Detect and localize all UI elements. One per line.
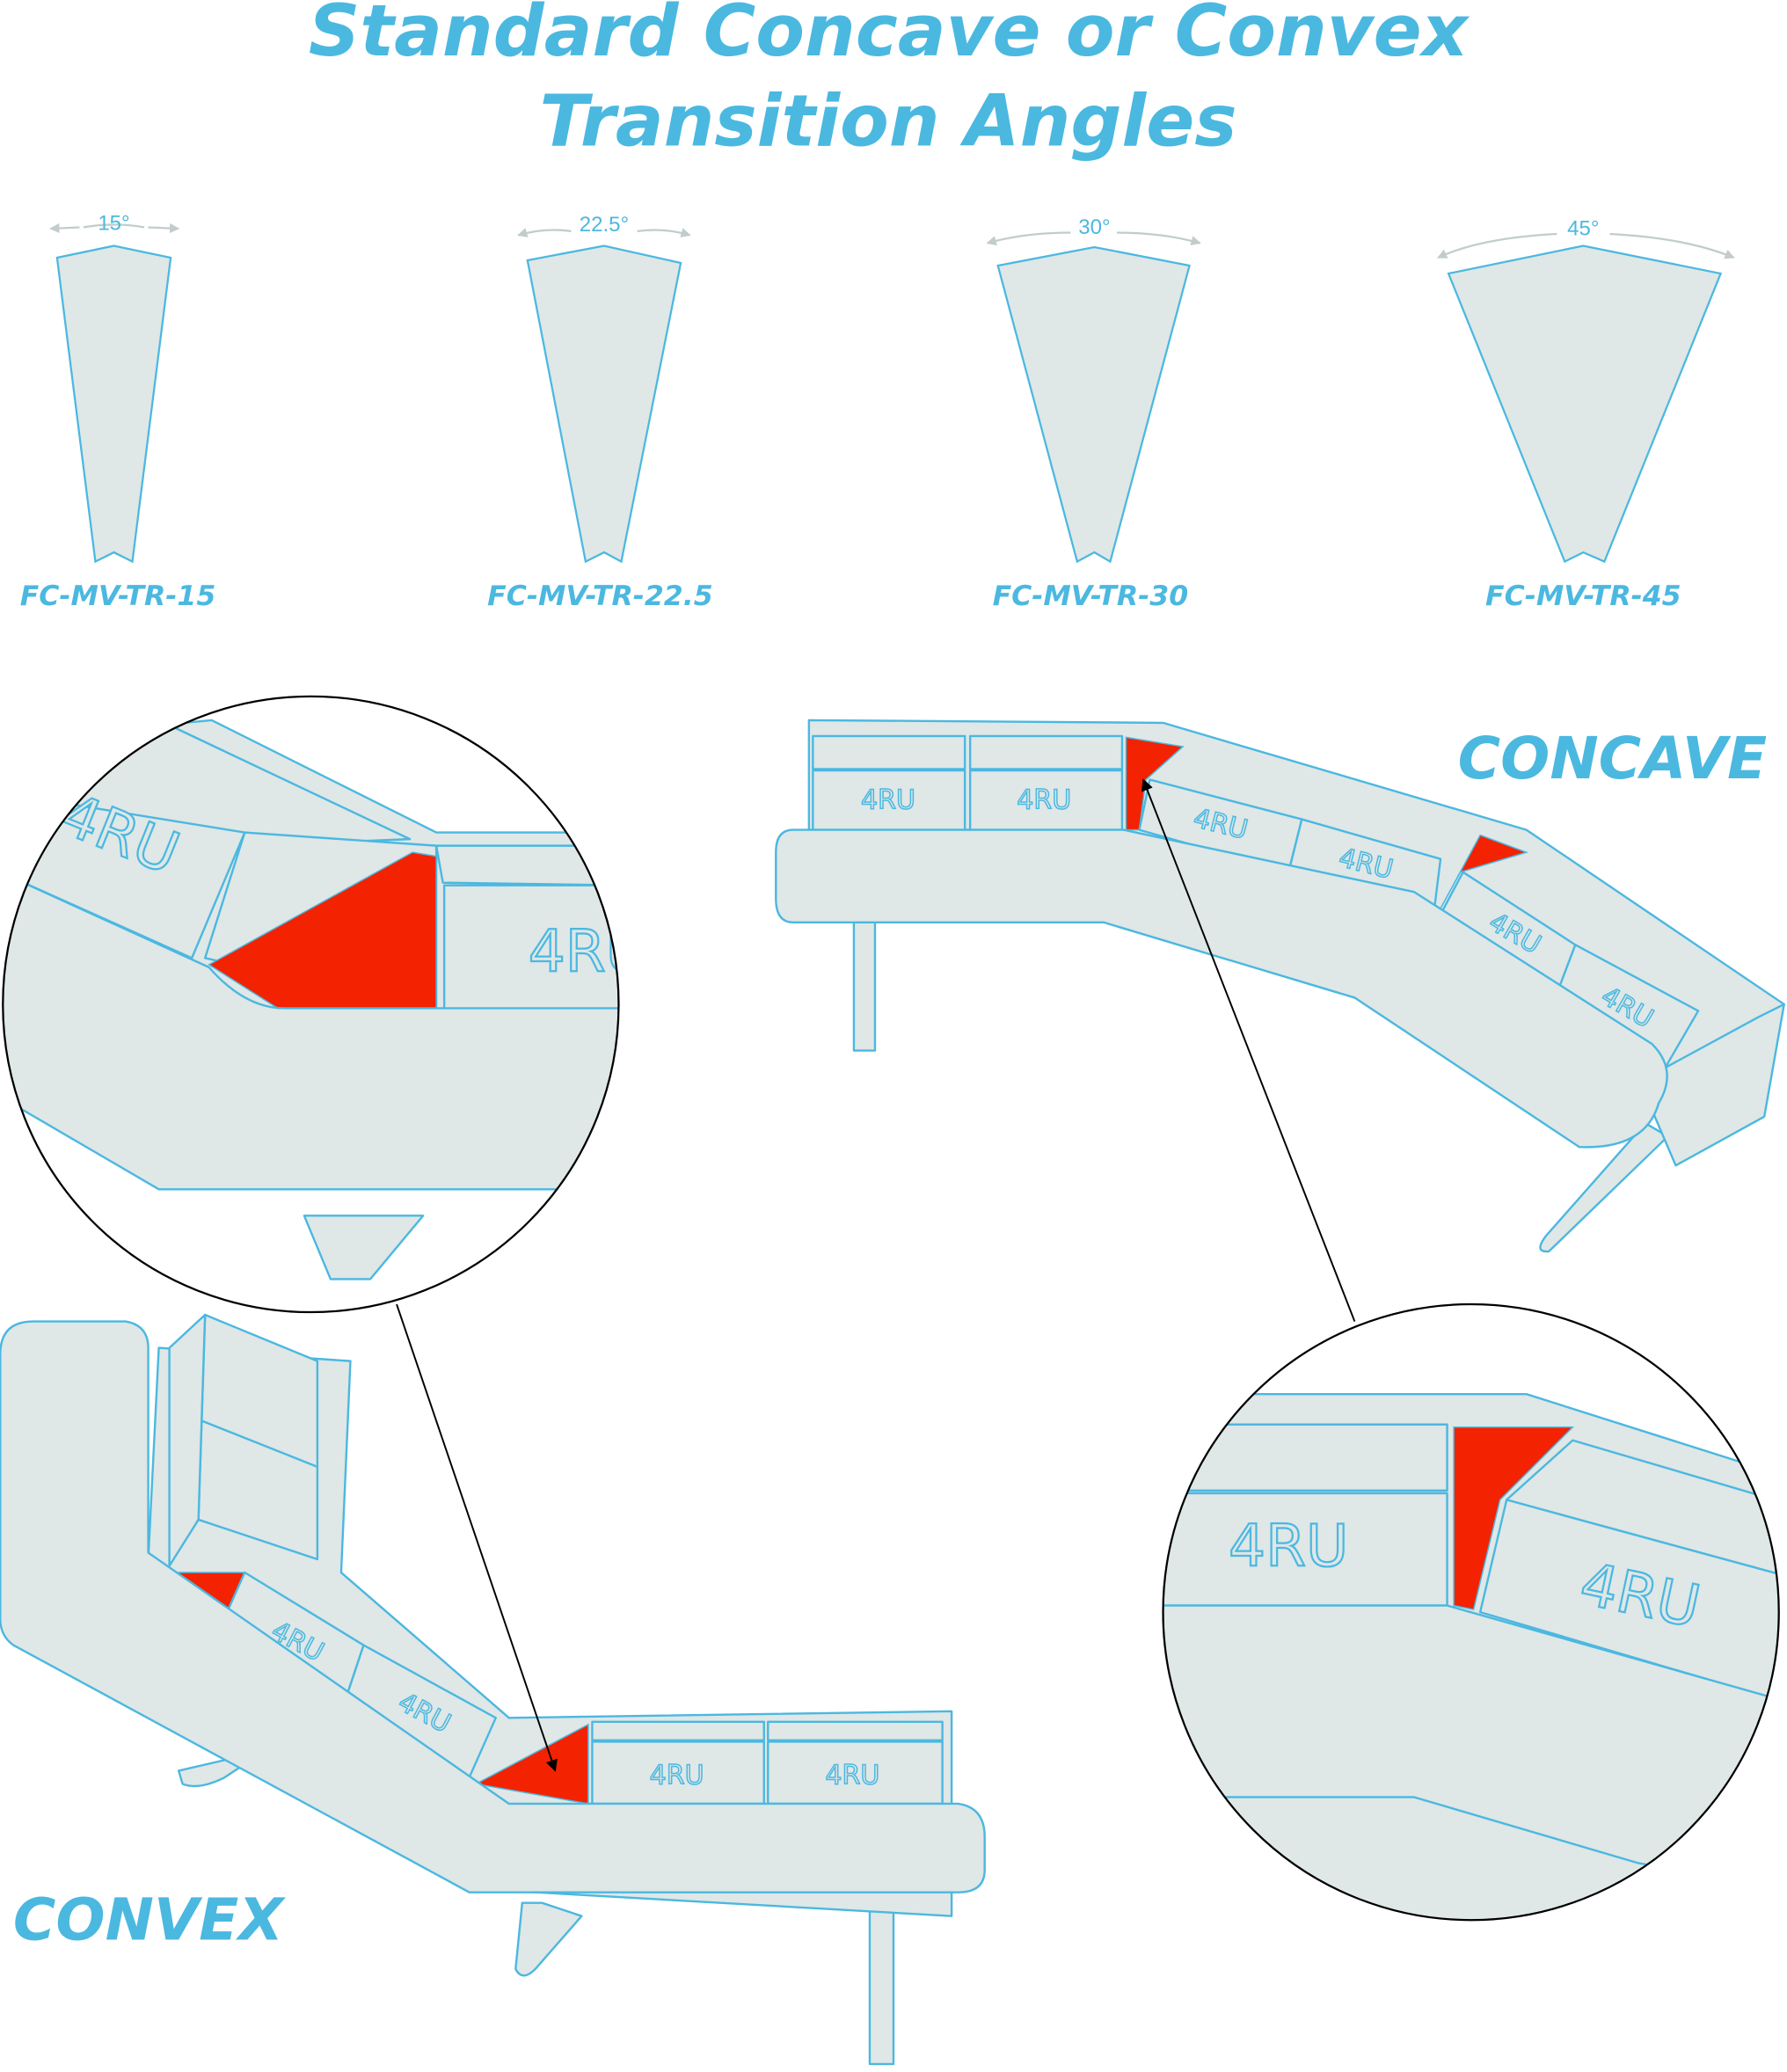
convex-label: CONVEX xyxy=(13,1886,286,1954)
angle-label: 45° xyxy=(1567,216,1599,240)
module-label: 4RU xyxy=(1017,785,1071,816)
concave-desk: 4RU 4RU 4RU 4RU 4RU 4RU CONCAVE xyxy=(775,719,1785,1253)
convex-zoom-callout: 4RU 4RU xyxy=(1162,1302,1780,1922)
concave-label: CONCAVE xyxy=(1458,725,1768,792)
part-number: FC-MV-TR-22.5 xyxy=(487,580,713,612)
angle-label: 22.5° xyxy=(580,213,629,237)
wedge-45: 45° FC-MV-TR-45 xyxy=(1437,216,1735,612)
pointer-arrow xyxy=(396,1303,558,1772)
part-number: FC-MV-TR-45 xyxy=(1485,580,1681,612)
module-label: 4RU xyxy=(825,1760,879,1791)
wedge-22-5: 22.5° FC-MV-TR-22.5 xyxy=(487,213,713,612)
module-label: 4RU xyxy=(529,917,648,985)
wedge-15: 15° FC-MV-TR-15 xyxy=(20,211,216,612)
angle-label: 15° xyxy=(98,211,129,235)
module-label: 4RU xyxy=(1229,1513,1348,1580)
part-number: FC-MV-TR-30 xyxy=(993,580,1189,612)
title-line-2: Transition Angles xyxy=(539,80,1236,163)
module-label: 4RU xyxy=(650,1760,704,1791)
title-line-1: Standard Concave or Convex xyxy=(309,0,1470,73)
part-number: FC-MV-TR-15 xyxy=(20,580,216,612)
pointer-arrow xyxy=(1141,778,1356,1322)
module-label: 4RU xyxy=(861,785,915,816)
wedge-30: 30° FC-MV-TR-30 xyxy=(986,215,1201,612)
concave-zoom-callout: 4RU 4RU xyxy=(2,695,648,1314)
angle-label: 30° xyxy=(1078,215,1110,239)
convex-desk: 4RU 4RU 4RU 4RU CONVEX xyxy=(0,1313,986,2066)
